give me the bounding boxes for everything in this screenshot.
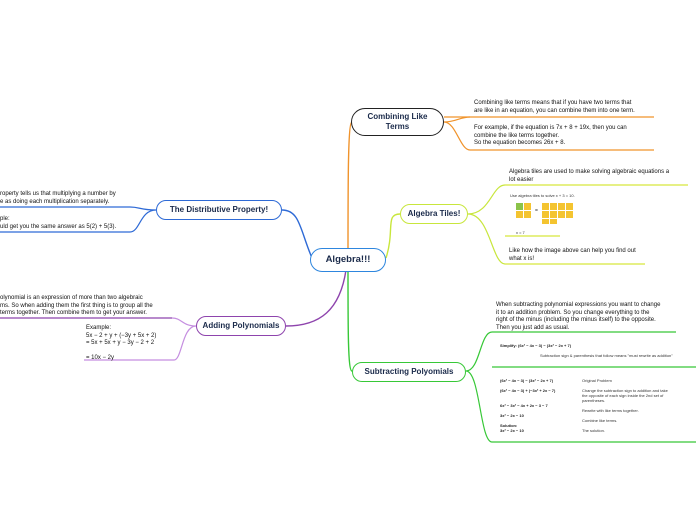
link-root-distributive	[282, 210, 312, 258]
tile-r9	[542, 219, 549, 224]
tile-unit-a	[524, 203, 531, 210]
adding-note1: olynomial is an expression of more than …	[0, 295, 172, 318]
link-root-adding	[286, 270, 346, 326]
distributive-label: The Distributive Property!	[170, 205, 268, 215]
tiles-note1: Algebra tiles are used to make solving a…	[509, 169, 689, 184]
link-combining-branch	[444, 117, 470, 150]
subtracting-figure2-steps: (6x² − 4x − 3) − (3x² − 2x + 7) (6x² − 4…	[500, 378, 580, 433]
distributive-note2: ple: uld get you the same answer as 5(2)…	[0, 216, 130, 231]
subtracting-note1: When subtracting polynomial expressions …	[496, 302, 681, 332]
subtracting-figure2-explanations: Original Problem Change the subtraction …	[582, 378, 687, 433]
tiles-label: Algebra Tiles!	[408, 209, 461, 219]
link-root-subtracting	[348, 270, 352, 371]
tile-equals: =	[535, 209, 538, 214]
tile-r5	[542, 211, 549, 218]
combining-label: Combining Like Terms	[352, 112, 443, 132]
link-subtracting-notes	[466, 332, 492, 442]
subtracting-figure1-title: Simplify: (6x² − 4x − 3) − (3x² − 2x + 7…	[500, 343, 571, 348]
subtracting-node[interactable]: Subtracting Polyomials	[352, 362, 466, 382]
subtracting-figure1-note: Subtraction sign & parenthesis that foll…	[540, 353, 690, 358]
tile-r3	[558, 203, 565, 210]
combining-note1: Combining like terms means that if you h…	[474, 100, 664, 115]
tile-r2	[550, 203, 557, 210]
tile-x	[516, 203, 523, 210]
adding-label: Adding Polynomials	[203, 321, 280, 331]
adding-node[interactable]: Adding Polynomials	[196, 316, 286, 336]
tile-r10	[550, 219, 557, 224]
tile-unit-c	[524, 211, 531, 218]
tile-r4	[566, 203, 573, 210]
link-tiles-notes	[468, 185, 505, 264]
adding-note2: Example: 5x − 2 + y + (−3y + 5x + 2) = 5…	[86, 325, 176, 363]
tile-r8	[566, 211, 573, 218]
tiles-node[interactable]: Algebra Tiles!	[400, 204, 468, 224]
distributive-note1: roperty tells us that multiplying a numb…	[0, 191, 130, 206]
root-label: Algebra!!!	[326, 255, 371, 265]
tile-r1	[542, 203, 549, 210]
tiles-figure-result: x = 7	[516, 230, 525, 235]
distributive-node[interactable]: The Distributive Property!	[156, 200, 282, 220]
combining-note2: For example, if the equation is 7x + 8 +…	[474, 125, 664, 148]
root-node[interactable]: Algebra!!!	[310, 248, 386, 272]
tiles-figure: =	[514, 201, 584, 225]
tile-unit-b	[516, 211, 523, 218]
tiles-figure-title: Use algebra tiles to solve x + 3 = 10.	[510, 193, 575, 198]
tile-r7	[558, 211, 565, 218]
link-root-tiles	[386, 214, 400, 258]
link-root-combining	[348, 122, 352, 258]
tiles-note2: Like how the image above can help you fi…	[509, 248, 649, 263]
subtracting-label: Subtracting Polyomials	[365, 367, 454, 377]
combining-node[interactable]: Combining Like Terms	[351, 108, 444, 136]
link-distributive-notes	[130, 207, 156, 232]
tile-r6	[550, 211, 557, 218]
